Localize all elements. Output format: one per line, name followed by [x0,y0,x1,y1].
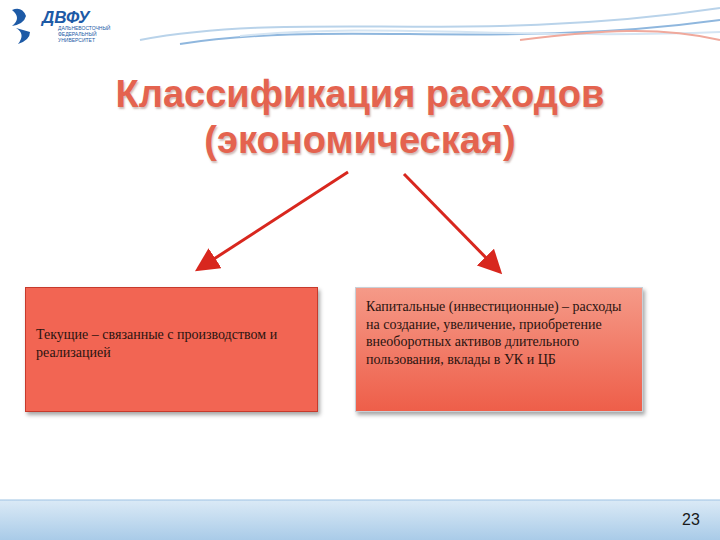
header-swoosh [140,8,720,44]
logo-text: ДВФУ [42,8,90,28]
box-text-wrap: Текущие – связанные с производством и ре… [36,326,307,361]
capital-expenses-box: Капитальные (инвестиционные) – расходы н… [355,287,643,412]
slide-title: Классификация расходов (экономическая) [60,72,660,163]
arrow-left [200,172,348,268]
page-number: 23 [682,511,700,529]
current-expenses-box: Текущие – связанные с производством и ре… [25,287,318,412]
arrow-right [404,174,498,270]
footer-band [0,500,720,540]
box-text-wrap: Капитальные (инвестиционные) – расходы н… [366,298,632,368]
logo-mark [12,9,30,44]
logo-subtitle: ДАЛЬНЕВОСТОЧНЫЙ ФЕДЕРАЛЬНЫЙ УНИВЕРСИТЕТ [58,26,118,43]
box-text: Капитальные (инвестиционные) – расходы н… [366,298,632,368]
box-text: Текущие – связанные с производством и ре… [36,326,307,361]
footer-line [0,500,720,501]
